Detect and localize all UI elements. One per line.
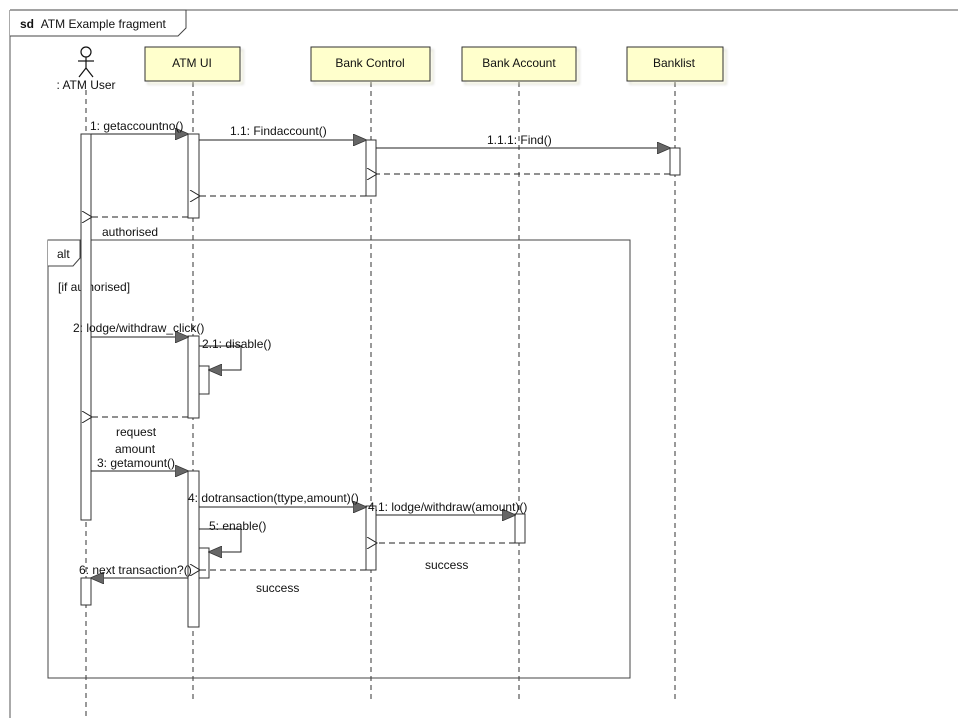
lifeline-header-bank-account[interactable]: Bank Account bbox=[461, 46, 577, 82]
message-label-4-1: 4.1: lodge/withdraw(amount)() bbox=[368, 500, 527, 514]
activation-atm-ui-5 bbox=[198, 547, 210, 579]
messages bbox=[91, 134, 670, 578]
alt-fragment: alt [if authorised] bbox=[47, 239, 631, 679]
activation-atm-ui-1 bbox=[187, 133, 200, 219]
message-label-2: 2: lodge/withdraw_click() bbox=[73, 321, 204, 335]
activation-bank-control-2 bbox=[365, 505, 377, 571]
message-label-4: 4: dotransaction(ttype,amount)() bbox=[188, 491, 359, 505]
self-message-arrow bbox=[199, 345, 242, 370]
lifelines bbox=[85, 82, 676, 718]
message-label-5: 5: enable() bbox=[209, 519, 266, 533]
actor-name: : ATM User bbox=[56, 78, 115, 92]
message-label-1-1: 1.1: Findaccount() bbox=[230, 124, 327, 138]
lifeline-name: Bank Control bbox=[335, 56, 404, 70]
alt-operator: alt bbox=[57, 247, 70, 261]
actor-atm-user[interactable] bbox=[78, 46, 94, 78]
return-label-success-2: success bbox=[256, 581, 299, 595]
activation-bank-control-1 bbox=[365, 139, 377, 197]
sd-frame-title: sd ATM Example fragment bbox=[20, 17, 167, 31]
message-label-3: 3: getamount() bbox=[97, 456, 175, 470]
alt-guard: [if authorised] bbox=[58, 280, 130, 294]
activation-atm-ui-2 bbox=[187, 335, 200, 419]
sd-frame: sd ATM Example fragment bbox=[9, 9, 958, 718]
lifeline-name: ATM UI bbox=[172, 56, 212, 70]
activation-atm-user-1 bbox=[80, 133, 92, 521]
actor-head-icon bbox=[80, 46, 92, 58]
message-label-2-1: 2.1: disable() bbox=[202, 337, 271, 351]
lifeline-header-banklist[interactable]: Banklist bbox=[626, 46, 724, 82]
sd-frame-tab bbox=[10, 9, 187, 37]
return-label-authorised: authorised bbox=[102, 225, 158, 239]
activation-bars bbox=[80, 133, 681, 628]
lifeline-name: Banklist bbox=[653, 56, 696, 70]
activation-atm-user-2 bbox=[80, 577, 92, 606]
message-label-1: 1: getaccountno() bbox=[90, 119, 183, 133]
lifeline-header-bank-control[interactable]: Bank Control bbox=[310, 46, 431, 82]
activation-bank-account bbox=[514, 513, 526, 544]
lifeline-header-atm-ui[interactable]: ATM UI bbox=[144, 46, 241, 82]
message-labels: 1: getaccountno() 1.1: Findaccount() 1.1… bbox=[73, 119, 552, 595]
return-label-amount: amount bbox=[115, 442, 156, 456]
message-label-1-1-1: 1.1.1: Find() bbox=[487, 133, 552, 147]
return-label-request: request bbox=[116, 425, 157, 439]
self-message-arrow bbox=[199, 528, 242, 552]
return-label-success-1: success bbox=[425, 558, 468, 572]
activation-atm-ui-2-1 bbox=[198, 365, 210, 395]
activation-banklist bbox=[669, 147, 681, 176]
message-label-6: 6: next transaction?() bbox=[79, 563, 192, 577]
lifeline-name: Bank Account bbox=[482, 56, 556, 70]
